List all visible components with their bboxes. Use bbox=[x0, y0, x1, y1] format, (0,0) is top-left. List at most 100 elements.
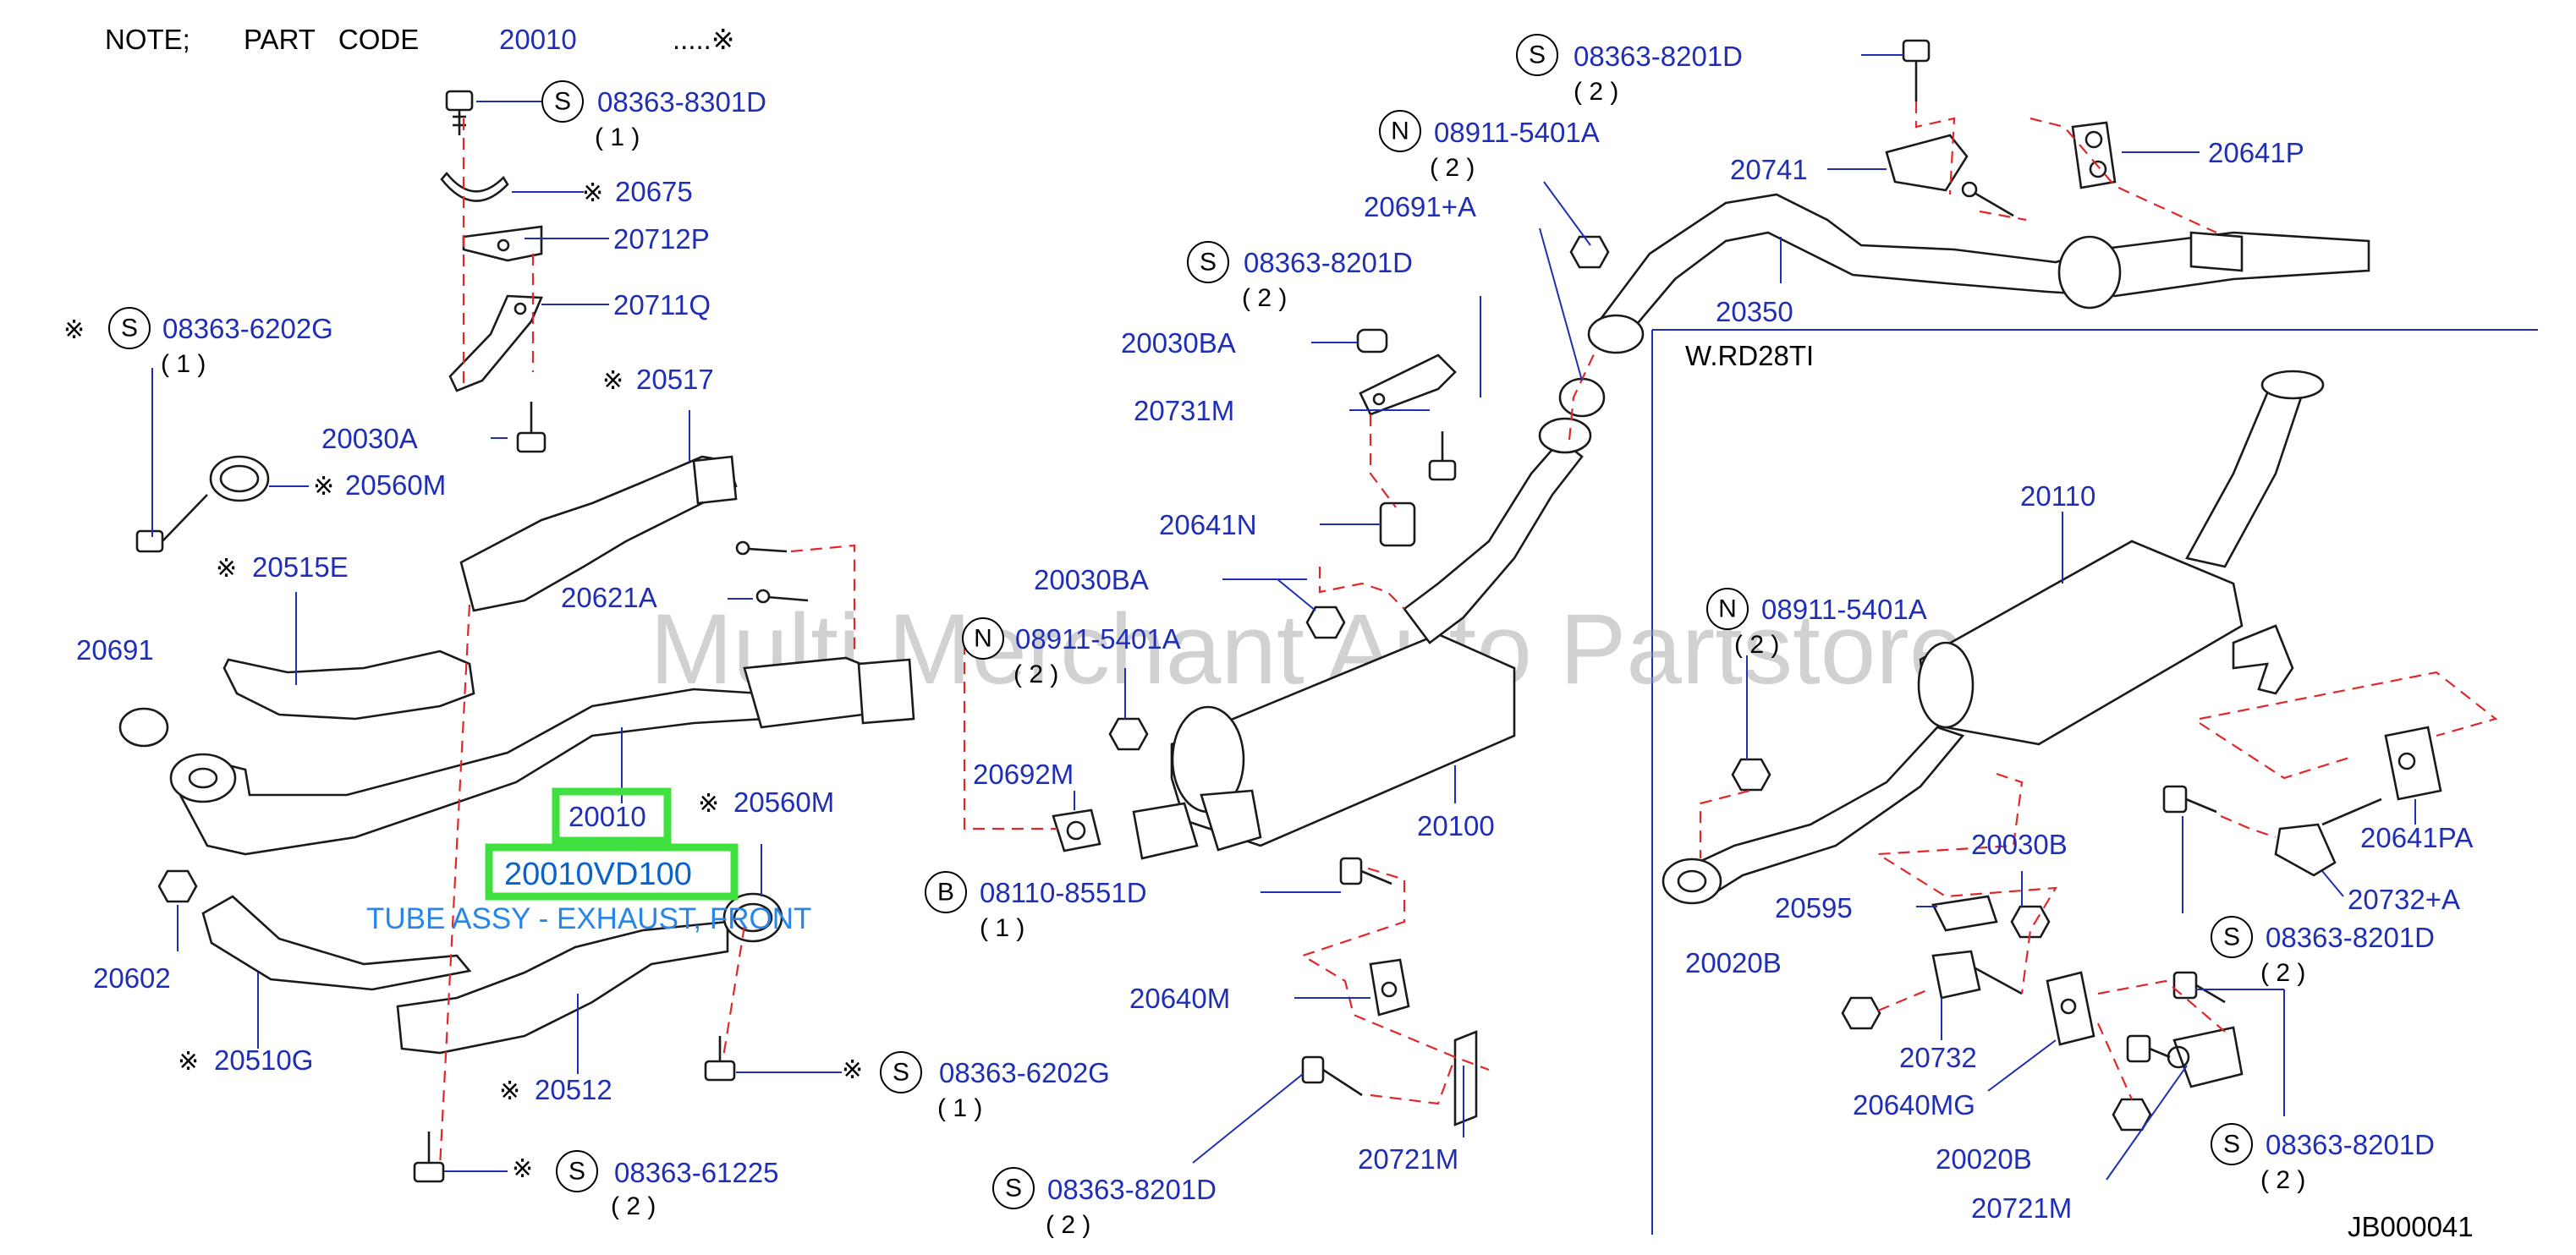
fastener-marker-icon bbox=[1187, 241, 1229, 283]
part-label[interactable]: 08363-8301D bbox=[597, 86, 766, 118]
nut-icon bbox=[1108, 717, 1149, 751]
note-marker: ※ bbox=[602, 366, 623, 396]
part-label[interactable]: 20595 bbox=[1775, 892, 1853, 923]
dash-line bbox=[1300, 861, 1490, 1071]
bracket-icon bbox=[1885, 134, 2014, 217]
quantity-label: ( 2 ) bbox=[1242, 284, 1287, 312]
header-note: NOTE; PART CODE 20010 .....※ bbox=[105, 24, 735, 55]
part-label[interactable]: 20640MG bbox=[1853, 1089, 1975, 1121]
fastener-marker-icon bbox=[541, 80, 584, 123]
fastener-marker-icon bbox=[1516, 34, 1558, 76]
gasket-icon bbox=[1558, 377, 1606, 418]
part-label[interactable]: 20712P bbox=[613, 223, 710, 255]
fastener-marker-letter: S bbox=[2223, 1131, 2240, 1159]
dash-line bbox=[1370, 1056, 1457, 1105]
part-label[interactable]: 20350 bbox=[1716, 296, 1793, 327]
nut-icon bbox=[1569, 235, 1610, 269]
part-label[interactable]: 08110-8551D bbox=[980, 877, 1147, 908]
nut-icon bbox=[157, 869, 198, 903]
front-tube-group bbox=[118, 90, 915, 1183]
part-label[interactable]: 08363-8201D bbox=[2266, 922, 2435, 953]
part-label[interactable]: 20691+A bbox=[1364, 191, 1476, 222]
part-label[interactable]: 08363-6202G bbox=[939, 1057, 1110, 1088]
selected-part-description: TUBE ASSY - EXHAUST, FRONT bbox=[366, 902, 811, 935]
part-label[interactable]: 20602 bbox=[93, 962, 171, 994]
part-label[interactable]: 08911-5401A bbox=[1434, 117, 1600, 148]
fastener-marker-letter: N bbox=[1718, 595, 1737, 623]
nut-icon bbox=[2010, 905, 2051, 939]
fastener-marker-icon bbox=[2211, 1123, 2253, 1165]
part-label[interactable]: 20020B bbox=[1685, 947, 1782, 978]
leader-lines bbox=[151, 54, 2416, 1181]
front-pipe-icon bbox=[1661, 726, 1965, 905]
dash-line bbox=[1369, 414, 1397, 508]
part-label[interactable]: 20732 bbox=[1899, 1042, 1977, 1073]
selected-part[interactable]: 20010 20010VD100 TUBE ASSY - EXHAUST, FR… bbox=[366, 787, 811, 935]
part-label[interactable]: 20030B bbox=[1971, 829, 2068, 860]
part-label[interactable]: 20510G bbox=[214, 1044, 313, 1076]
intermediate-pipe-icon bbox=[1403, 417, 1592, 644]
part-label[interactable]: 20030BA bbox=[1121, 327, 1236, 359]
part-label[interactable]: 08363-8201D bbox=[1574, 41, 1743, 72]
part-label[interactable]: 20721M bbox=[1971, 1192, 2072, 1224]
part-label[interactable]: 20641N bbox=[1159, 509, 1257, 540]
part-label[interactable]: 20641PA bbox=[2360, 822, 2473, 853]
gasket-icon bbox=[1052, 808, 1101, 852]
part-label[interactable]: 20641P bbox=[2208, 137, 2304, 168]
bracket-icon bbox=[2274, 797, 2382, 877]
part-label[interactable]: 20741 bbox=[1730, 154, 1808, 185]
part-label[interactable]: 20560M bbox=[345, 469, 446, 501]
bolt-icon bbox=[445, 90, 474, 135]
part-label[interactable]: 08363-8201D bbox=[1244, 247, 1413, 278]
note-marker: ※ bbox=[499, 1077, 520, 1106]
part-label[interactable]: 20030A bbox=[321, 423, 418, 454]
part-label[interactable]: 20515E bbox=[252, 551, 349, 583]
part-label[interactable]: 08363-61225 bbox=[614, 1157, 779, 1188]
part-label[interactable]: 20640M bbox=[1129, 983, 1230, 1014]
pipe-icon bbox=[2185, 370, 2325, 695]
note-marker: ※ bbox=[63, 315, 85, 345]
part-label[interactable]: 08363-8201D bbox=[2266, 1129, 2435, 1160]
part-label[interactable]: 20721M bbox=[1358, 1143, 1458, 1175]
part-label[interactable]: 20512 bbox=[535, 1074, 612, 1105]
dash-line bbox=[722, 925, 746, 1058]
nut-icon bbox=[1731, 758, 1771, 792]
dash-line bbox=[1875, 772, 2058, 995]
part-label[interactable]: 20732+A bbox=[2348, 884, 2460, 915]
part-label[interactable]: 08363-6202G bbox=[162, 313, 333, 344]
bolt-icon bbox=[704, 1036, 736, 1082]
part-label[interactable]: 20030BA bbox=[1034, 564, 1149, 595]
part-label[interactable]: 20100 bbox=[1417, 810, 1495, 841]
tail-pipe-icon bbox=[1587, 193, 2370, 354]
part-label[interactable]: 20692M bbox=[973, 759, 1074, 790]
part-label[interactable]: 20621A bbox=[561, 582, 657, 613]
front-tube-icon bbox=[169, 656, 915, 856]
part-label[interactable]: 20560M bbox=[733, 786, 834, 818]
catalyst-icon bbox=[459, 455, 738, 612]
part-label[interactable]: 20675 bbox=[615, 176, 693, 207]
part-label[interactable]: 08911-5401A bbox=[1015, 623, 1181, 655]
rubber-hanger-icon bbox=[1379, 501, 1416, 547]
dash-line bbox=[2199, 722, 2353, 780]
dash-line bbox=[2199, 671, 2498, 737]
quantity-label: ( 2 ) bbox=[1046, 1211, 1090, 1239]
clamp-icon bbox=[722, 892, 783, 943]
part-label[interactable]: 20691 bbox=[76, 634, 154, 666]
fastener-marker-letter: S bbox=[1529, 41, 1546, 69]
part-label[interactable]: 20020B bbox=[1936, 1143, 2032, 1175]
part-label[interactable]: 08363-8201D bbox=[1047, 1174, 1217, 1205]
bolt-icon bbox=[2162, 785, 2217, 814]
part-label[interactable]: 08911-5401A bbox=[1761, 594, 1927, 625]
selected-part-code[interactable]: 20010VD100 bbox=[504, 857, 692, 892]
dash-line bbox=[2029, 117, 2217, 233]
heat-shield-icon bbox=[222, 649, 475, 721]
dash-line bbox=[2220, 814, 2277, 839]
bracket-icon bbox=[1931, 895, 1998, 932]
part-label[interactable]: 20731M bbox=[1134, 395, 1234, 426]
part-label[interactable]: 20517 bbox=[636, 364, 714, 395]
selected-part-number[interactable]: 20010 bbox=[568, 801, 646, 832]
nut-icon bbox=[1305, 606, 1346, 639]
part-label[interactable]: 20711Q bbox=[613, 289, 711, 321]
part-label[interactable]: 20110 bbox=[2020, 480, 2095, 512]
dash-line bbox=[1568, 325, 1608, 441]
